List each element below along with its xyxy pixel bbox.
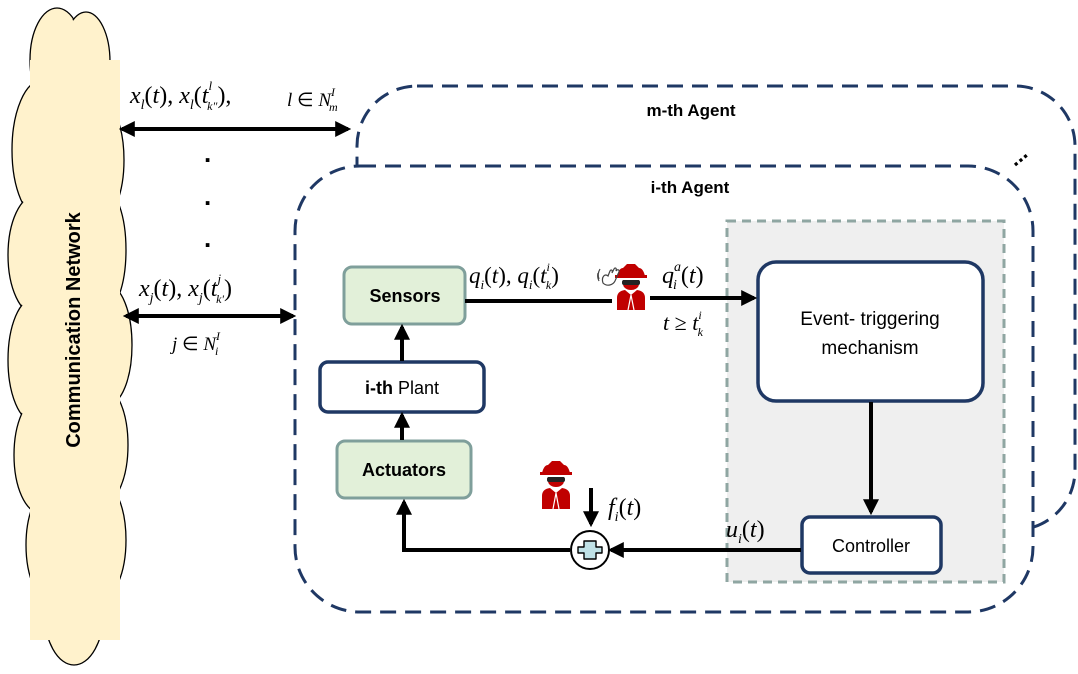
signal-arrows	[118, 121, 879, 558]
signal-wave-icon	[597, 267, 620, 286]
sensors-block: Sensors	[342, 265, 467, 326]
m-th-agent-label: m-th Agent	[646, 101, 735, 120]
vertical-dots: . . .	[204, 138, 211, 253]
svg-text:.: .	[204, 223, 211, 253]
sensors-label: Sensors	[369, 286, 440, 306]
event-triggering-block: Event- triggering mechanism	[756, 260, 985, 403]
event-triggering-label-line2: mechanism	[821, 338, 918, 359]
i-th-agent-label: i-th Agent	[651, 178, 730, 197]
attack-signal-label: fi(t)	[608, 495, 641, 525]
communication-network-label: Communication Network	[63, 211, 85, 447]
plant-label: Plant	[393, 378, 439, 398]
svg-text:.: .	[204, 138, 211, 168]
svg-text:i-th Plant: i-th Plant	[365, 378, 439, 398]
attacker-icon	[540, 461, 572, 510]
event-triggering-label-line1: Event- triggering	[800, 309, 939, 330]
communication-network-cloud: Communication Network	[7, 7, 133, 666]
actuators-block: Actuators	[335, 439, 473, 500]
arrow-sum-actuators	[396, 498, 570, 552]
svg-text:.: .	[204, 181, 211, 211]
control-input-label: ui(t)	[726, 517, 765, 547]
attacker-icon	[615, 264, 647, 311]
plant-block: i-th Plant	[318, 360, 486, 414]
actuators-label: Actuators	[362, 460, 446, 480]
summing-junction-icon	[570, 530, 610, 570]
controller-label: Controller	[832, 536, 910, 556]
controller-block: Controller	[800, 515, 943, 575]
plant-label-bold: i-th	[365, 378, 393, 398]
